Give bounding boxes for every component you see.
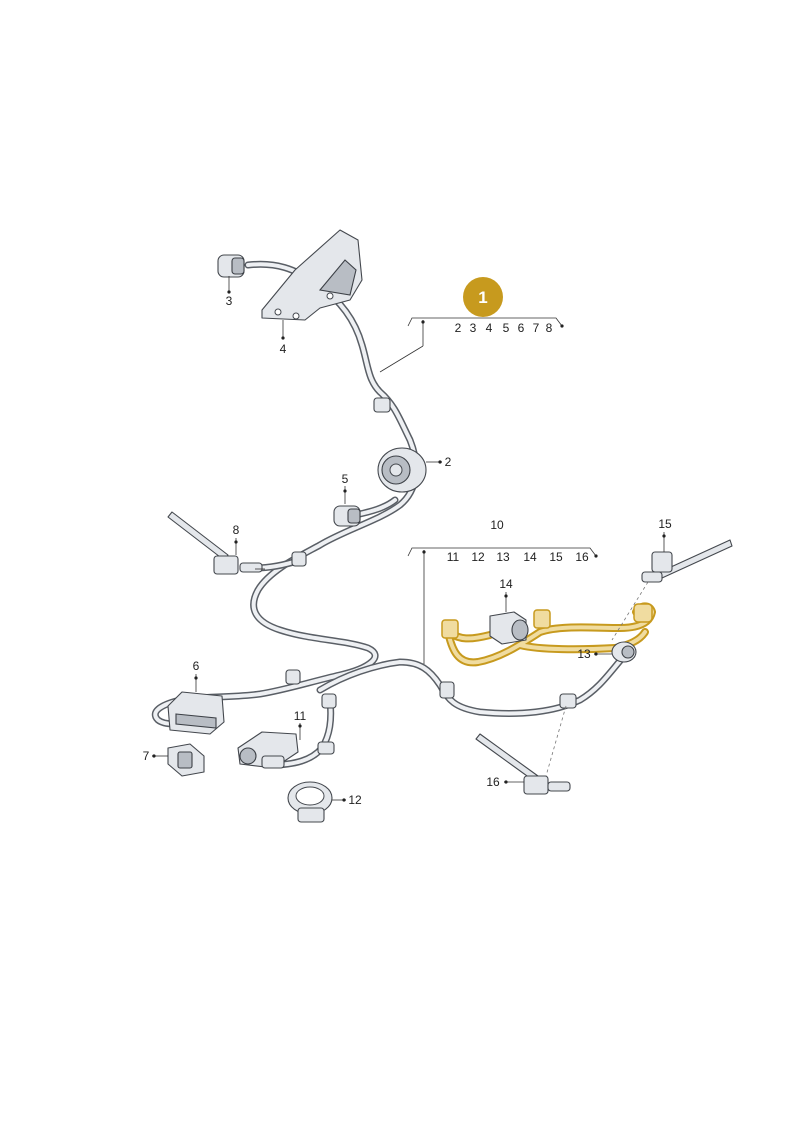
group-10-item: 16 <box>575 550 589 564</box>
callout-13: 13 <box>577 647 591 661</box>
group-10-label: 10 <box>490 518 504 532</box>
badge-label: 1 <box>478 288 487 307</box>
clip-right-wire <box>439 681 577 709</box>
group-1-item: 5 <box>503 321 510 335</box>
ring-clamp-part-12 <box>287 781 333 823</box>
cable-tie-part-8 <box>167 511 263 575</box>
callout-8: 8 <box>233 523 240 537</box>
group-10-item-list: 11 12 13 14 15 16 <box>447 550 589 564</box>
holder-part-7 <box>167 743 205 777</box>
main-wiring-harness <box>151 260 629 769</box>
callout-2: 2 <box>445 455 452 469</box>
callout-16: 16 <box>486 775 500 789</box>
group-1-item: 3 <box>470 321 477 335</box>
connector-block-part-14 <box>489 611 529 645</box>
group-10-item: 11 <box>447 550 460 564</box>
callout-11: 11 <box>294 709 307 723</box>
clip-mid <box>291 551 307 567</box>
group-1-item: 8 <box>546 321 553 335</box>
group-10-item: 15 <box>549 550 563 564</box>
badge-circle <box>463 277 503 317</box>
connector-part-11 <box>237 731 299 769</box>
cable-tie-part-16 <box>475 733 571 795</box>
callout-12: 12 <box>348 793 362 807</box>
group-10-item: 13 <box>496 550 510 564</box>
callout-3: 3 <box>226 294 233 308</box>
group-1-item: 7 <box>533 321 540 335</box>
callout-4: 4 <box>280 342 287 356</box>
connector-housing-part-6 <box>167 691 225 735</box>
clip-upper <box>373 397 391 413</box>
callout-14: 14 <box>499 577 513 591</box>
group-1-item: 6 <box>518 321 525 335</box>
connector-part-3 <box>217 254 245 278</box>
callout-labels: 3 4 2 5 8 6 7 11 12 13 14 15 16 <box>143 294 672 807</box>
callout-6: 6 <box>193 659 200 673</box>
callout-15: 15 <box>658 517 672 531</box>
leader-lines <box>152 276 666 802</box>
clip-lower-left <box>285 669 337 755</box>
callout-7: 7 <box>143 749 150 763</box>
cable-tie-part-15 <box>641 539 733 583</box>
connector-part-5 <box>333 505 361 527</box>
callout-5: 5 <box>342 472 349 486</box>
group-1-item: 2 <box>455 321 462 335</box>
bracket-part-4 <box>261 229 363 321</box>
group-1-item-list: 2 3 4 5 6 7 8 <box>455 321 553 335</box>
group-10-item: 12 <box>471 550 485 564</box>
connector-part-13 <box>611 641 637 663</box>
group-1-item: 4 <box>486 321 493 335</box>
round-connector-part-2 <box>377 447 427 493</box>
part-number-badge[interactable]: 1 <box>463 277 503 317</box>
group-10-item: 14 <box>523 550 537 564</box>
